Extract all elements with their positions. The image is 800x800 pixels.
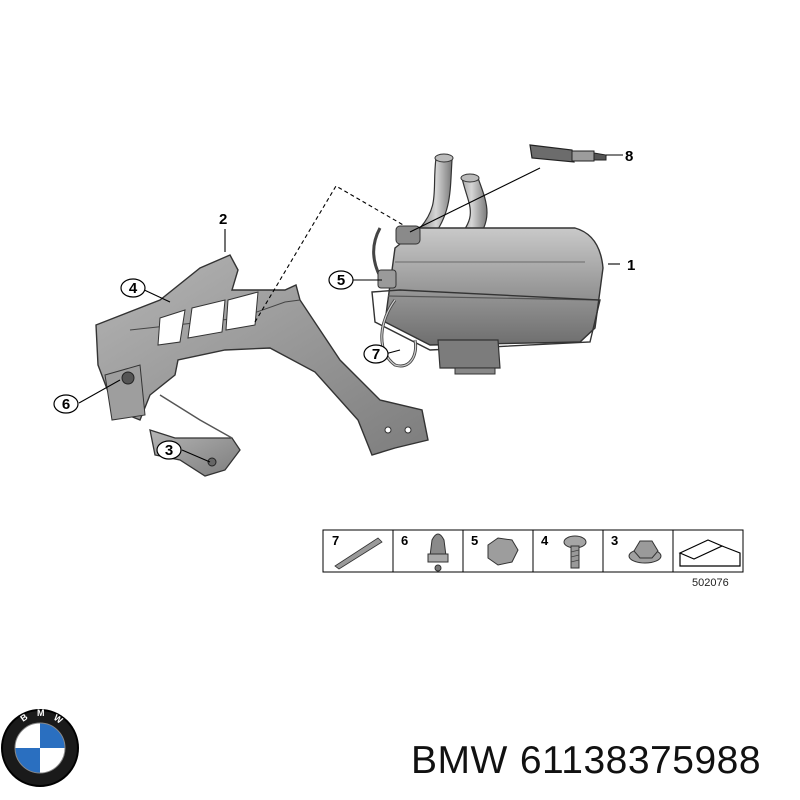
hex-nut-icon xyxy=(487,537,519,566)
callout-4: 4 xyxy=(120,278,146,298)
callout-7: 7 xyxy=(363,344,389,364)
legend-item-6-number: 6 xyxy=(401,533,408,548)
flange-nut-icon xyxy=(628,540,662,564)
legend-item-6: 6 xyxy=(401,533,449,572)
part-number: 61138375988 xyxy=(519,739,762,782)
callout-6-number: 6 xyxy=(62,396,70,413)
parts-legend: 7 6 5 4 3 xyxy=(322,529,744,589)
legend-item-4: 4 xyxy=(541,533,587,569)
callout-5-number: 5 xyxy=(337,272,345,289)
expansion-tank xyxy=(371,153,604,375)
diagram-code: 502076 xyxy=(692,577,729,589)
clip-nut-icon xyxy=(427,533,449,572)
legend-item-3-number: 3 xyxy=(611,533,618,548)
callout-8-number: 8 xyxy=(625,148,633,165)
legend-item-4-number: 4 xyxy=(541,533,549,548)
legend-arrow-icon xyxy=(678,539,741,567)
legend-item-3: 3 xyxy=(611,533,662,564)
legend-item-7: 7 xyxy=(332,533,383,570)
bmw-logo: B M W xyxy=(1,708,79,787)
callout-1: 1 xyxy=(627,257,635,274)
temperature-sensor xyxy=(529,144,607,163)
callout-4-number: 4 xyxy=(129,280,138,297)
callout-2-number: 2 xyxy=(219,211,227,228)
screw-icon xyxy=(563,535,587,569)
svg-text:B: B xyxy=(18,711,29,723)
legend-item-5: 5 xyxy=(471,533,519,566)
legend-item-5-number: 5 xyxy=(471,533,478,548)
callout-3-number: 3 xyxy=(165,442,173,459)
cable-tie-icon xyxy=(334,537,383,570)
lower-bracket xyxy=(149,394,241,477)
callout-6: 6 xyxy=(53,394,79,414)
legend-item-7-number: 7 xyxy=(332,533,339,548)
part-title: BMW 61138375988 xyxy=(411,741,773,780)
callout-3: 3 xyxy=(156,440,182,460)
callout-8: 8 xyxy=(625,148,633,165)
callout-7-number: 7 xyxy=(372,346,380,363)
callout-2: 2 xyxy=(219,211,227,228)
brand-name: BMW xyxy=(411,739,508,782)
callout-5: 5 xyxy=(328,270,354,290)
callout-1-number: 1 xyxy=(627,257,635,274)
svg-text:M: M xyxy=(37,708,45,718)
